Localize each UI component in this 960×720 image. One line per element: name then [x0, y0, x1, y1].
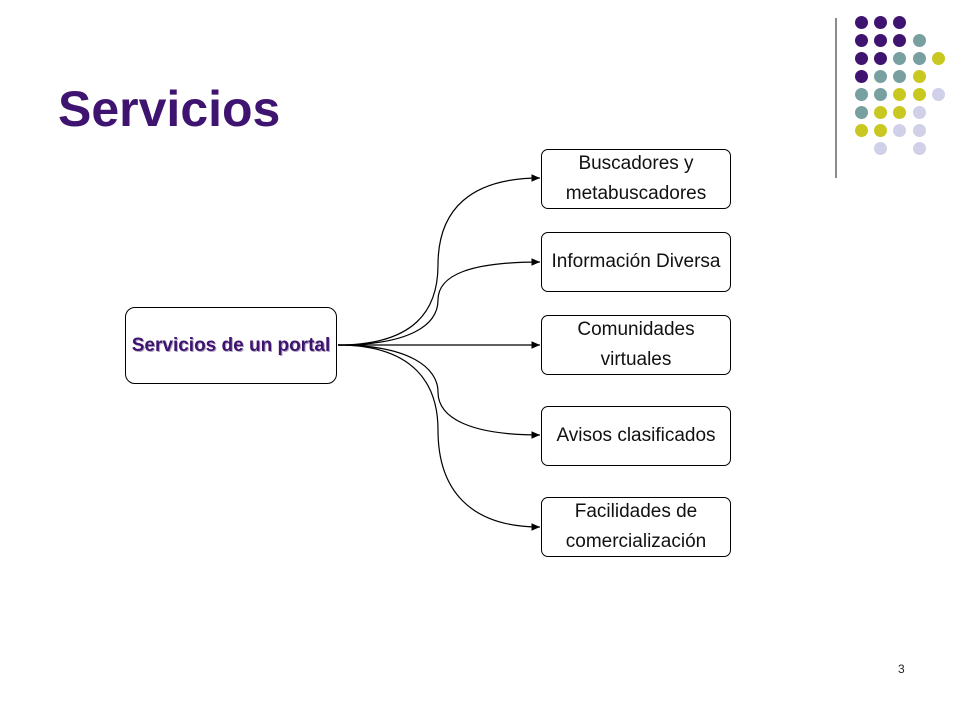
- decorative-divider-line: [835, 18, 837, 178]
- arrow-to-buscadores: [337, 174, 541, 346]
- decorative-dot: [855, 34, 868, 47]
- decorative-dot: [913, 142, 926, 155]
- decorative-dot: [893, 124, 906, 137]
- decorative-dot: [932, 88, 945, 101]
- page-number: 3: [898, 662, 905, 676]
- source-node: Servicios de un portal: [125, 307, 337, 384]
- decorative-dot: [874, 106, 887, 119]
- decorative-dot: [855, 16, 868, 29]
- decorative-dot: [893, 88, 906, 101]
- decorative-dot: [874, 52, 887, 65]
- arrow-to-informacion: [337, 258, 541, 346]
- decorative-dot: [874, 142, 887, 155]
- decorative-dot: [855, 70, 868, 83]
- decorative-dot: [913, 52, 926, 65]
- decorative-dot: [893, 52, 906, 65]
- decorative-dot: [874, 124, 887, 137]
- target-node-label: Buscadores y metabuscadores: [565, 153, 707, 204]
- decorative-dot: [874, 34, 887, 47]
- decorative-dot: [932, 52, 945, 65]
- target-node-buscadores: Buscadores y metabuscadores: [541, 149, 731, 209]
- target-node-label: Facilidades de comercialización: [565, 501, 707, 552]
- target-node-label: Comunidades virtuales: [577, 319, 695, 370]
- slide-title: Servicios: [58, 81, 281, 137]
- decorative-dot: [855, 88, 868, 101]
- decorative-dot: [893, 70, 906, 83]
- target-node-comunidades: Comunidades virtuales: [541, 315, 731, 375]
- target-node-facilidades: Facilidades de comercialización: [541, 497, 731, 557]
- arrow-to-avisos: [337, 344, 541, 439]
- target-node-label: Avisos clasificados: [556, 425, 716, 446]
- target-node-avisos: Avisos clasificados: [541, 406, 731, 466]
- decorative-dot: [893, 16, 906, 29]
- decorative-dot: [855, 52, 868, 65]
- decorative-dot: [855, 124, 868, 137]
- decorative-dot: [874, 70, 887, 83]
- target-node-informacion: Información Diversa: [541, 232, 731, 292]
- target-node-label: Información Diversa: [551, 251, 721, 272]
- decorative-dot: [874, 16, 887, 29]
- decorative-dot: [913, 106, 926, 119]
- decorative-dot: [913, 34, 926, 47]
- decorative-dot: [893, 34, 906, 47]
- decorative-dot: [913, 124, 926, 137]
- source-node-label: Servicios de un portal: [131, 334, 331, 356]
- decorative-dot: [874, 88, 887, 101]
- decorative-dot: [855, 106, 868, 119]
- decorative-dot: [893, 106, 906, 119]
- decorative-dot: [913, 70, 926, 83]
- arrow-to-facilidades: [337, 344, 541, 531]
- decorative-dot: [913, 88, 926, 101]
